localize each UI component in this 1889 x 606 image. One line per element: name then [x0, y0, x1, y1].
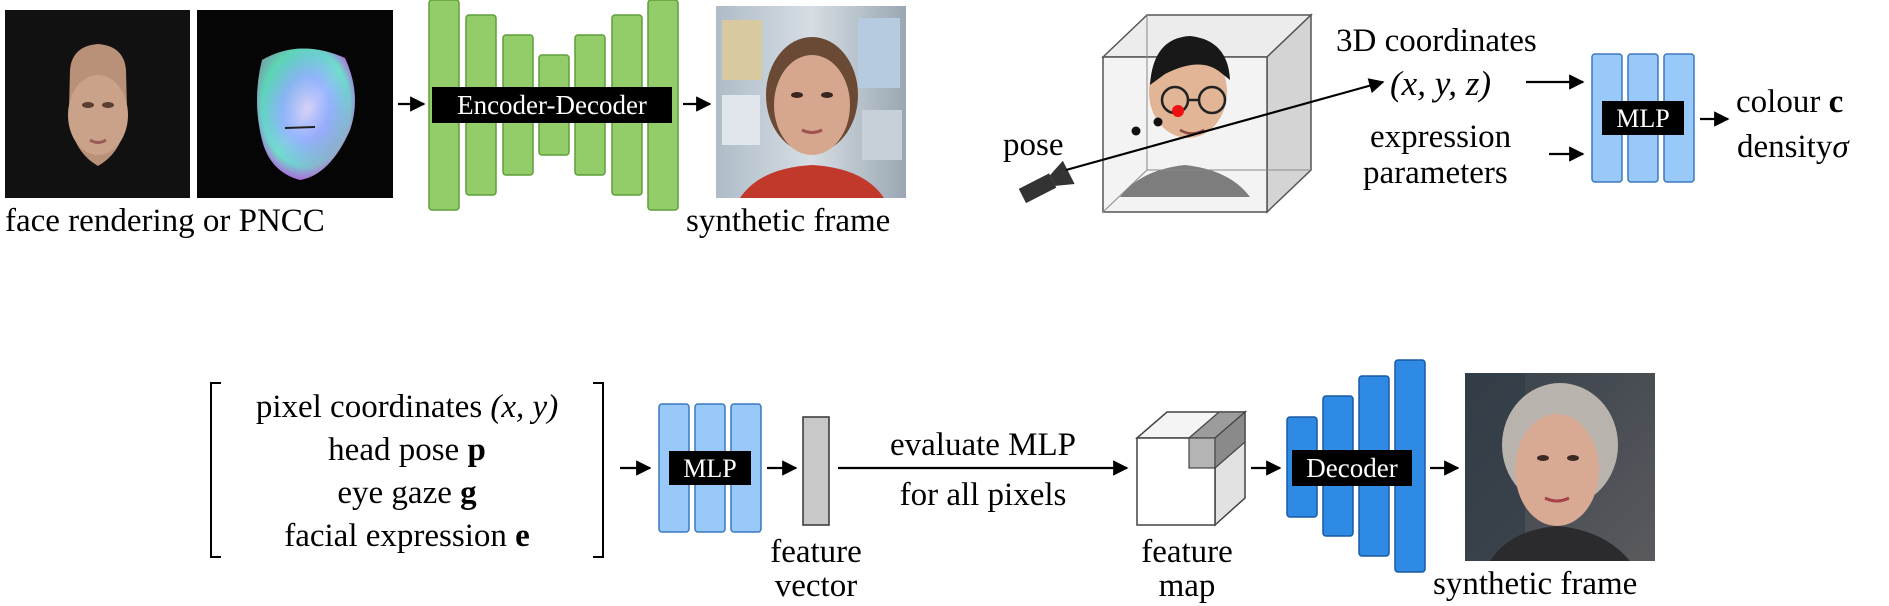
feature-map-label-1: feature	[1141, 534, 1233, 570]
camera-icon	[1018, 160, 1075, 204]
input-line-2: head pose p	[328, 432, 486, 468]
bracket-left	[210, 382, 221, 558]
input-line-4: facial expression e	[284, 518, 530, 554]
input-line-4-text: facial expression	[284, 518, 515, 554]
input-line-1-text: pixel coordinates	[256, 389, 491, 425]
feature-map-label-2: map	[1159, 568, 1216, 604]
out-density: density	[1737, 129, 1833, 165]
input-line-3-sym: g	[460, 475, 477, 511]
sample-point	[1131, 126, 1141, 136]
out-density-symbol: σ	[1832, 129, 1850, 165]
eval-label-2: for all pixels	[900, 477, 1067, 513]
mlp-label-b: MLP	[1616, 104, 1669, 133]
sample-point	[1153, 117, 1163, 127]
synthetic-frame-image-c	[1465, 373, 1655, 561]
input-line-1-math: (x, y)	[490, 389, 558, 425]
eval-label-1: evaluate MLP	[890, 427, 1076, 463]
expr-label-2: parameters	[1363, 155, 1508, 191]
pose-label: pose	[1003, 127, 1064, 163]
synthetic-frame-caption-a: synthetic frame	[686, 203, 890, 239]
coords-label: 3D coordinates	[1336, 23, 1537, 59]
feature-vector-label-1: feature	[770, 534, 862, 570]
feature-map-cube	[1134, 410, 1248, 527]
out-colour-block: colour c	[1736, 84, 1843, 120]
decoder-network: Decoder	[1286, 359, 1426, 573]
out-colour-symbol: c	[1829, 84, 1844, 120]
synthetic-frame-caption-c: synthetic frame	[1433, 566, 1637, 602]
synthetic-frame-image-a	[716, 6, 906, 198]
feature-vector-label-2: vector	[775, 568, 857, 604]
encoder-decoder-label: Encoder-Decoder	[457, 90, 647, 120]
panel-c: pixel coordinates (x, y) head pose p eye…	[210, 359, 1655, 604]
coords-math: (x, y, z)	[1390, 64, 1491, 103]
input-line-3-text: eye gaze	[337, 475, 460, 511]
face-rendering-image	[5, 10, 190, 198]
out-density-block: densityσ	[1737, 129, 1850, 165]
decoder-label: Decoder	[1306, 453, 1397, 483]
panel-a: face rendering or PNCC Encoder-Decoder	[5, 0, 906, 239]
mlp-label-c: MLP	[683, 454, 736, 483]
panel-b: pose 3D coordinates (x, y, z) expression…	[1003, 13, 1850, 214]
feature-vector-box	[802, 416, 830, 526]
input-line-1: pixel coordinates (x, y)	[256, 389, 558, 425]
volume-cube	[1101, 13, 1313, 214]
camera-ray	[1065, 78, 1385, 172]
pncc-image	[197, 10, 393, 198]
input-line-2-text: head pose	[328, 432, 467, 468]
input-line-4-sym: e	[515, 518, 530, 554]
mlp-network-c: MLP	[658, 403, 762, 533]
out-colour: colour	[1736, 84, 1820, 120]
input-line-2-sym: p	[467, 432, 485, 468]
expr-label-1: expression	[1370, 119, 1511, 155]
person-image	[1120, 36, 1250, 197]
bracket-right	[593, 382, 604, 558]
mlp-network-b: MLP	[1591, 53, 1695, 183]
input-list: pixel coordinates (x, y) head pose p eye…	[256, 389, 558, 554]
sample-point-highlighted	[1172, 105, 1184, 117]
face-rendering-caption: face rendering or PNCC	[5, 203, 325, 239]
input-line-3: eye gaze g	[337, 475, 477, 511]
encoder-decoder-network: Encoder-Decoder	[428, 0, 679, 211]
